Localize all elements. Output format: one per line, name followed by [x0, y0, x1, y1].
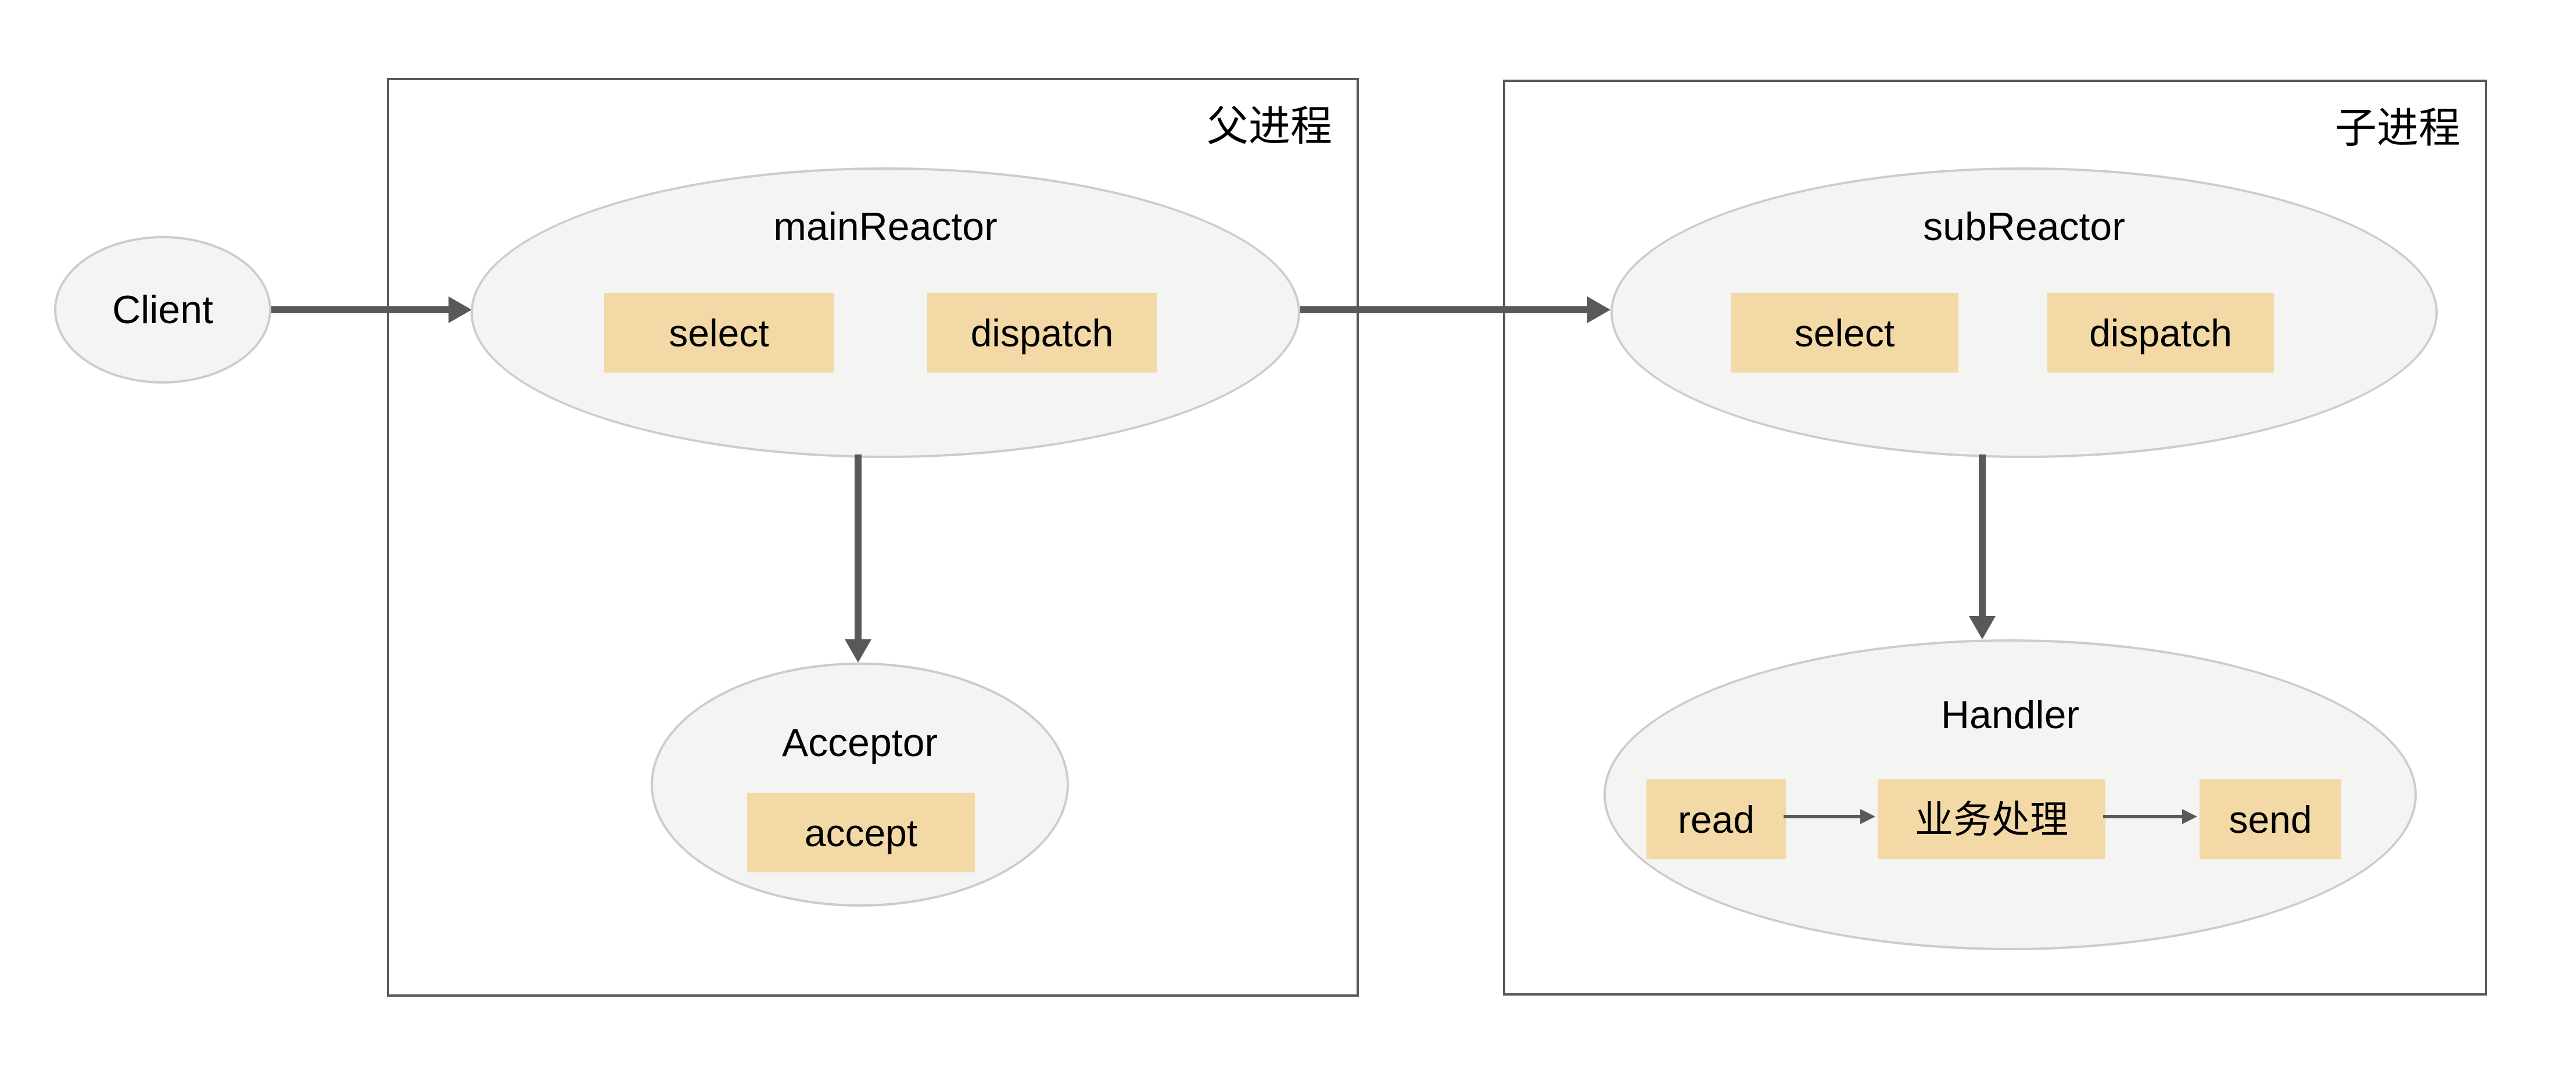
arrow-mainreactor-to-subreactor [1300, 296, 1610, 323]
arrow-shaft [855, 454, 862, 639]
acceptor-accept-box: accept [747, 793, 975, 872]
acceptor-node: Acceptor accept [651, 663, 1069, 907]
client-node: Client [54, 236, 271, 384]
arrowhead-right-icon [449, 296, 472, 323]
arrow-read-to-business [1784, 809, 1875, 824]
arrow-shaft [271, 306, 449, 313]
sub-reactor-dispatch-box: dispatch [2047, 293, 2274, 373]
arrow-shaft [1979, 454, 1986, 616]
arrowhead-down-icon [1969, 616, 1996, 639]
child-process-frame: 子进程 [1503, 80, 2487, 996]
handler-business-box: 业务处理 [1878, 779, 2105, 859]
arrow-business-to-send [2103, 809, 2197, 824]
arrow-shaft [2103, 815, 2182, 818]
arrowhead-right-icon [2182, 809, 2197, 824]
arrow-mainreactor-to-acceptor [845, 454, 871, 663]
main-reactor-title: mainReactor [773, 205, 998, 249]
handler-title: Handler [1940, 693, 2080, 737]
handler-read-box: read [1646, 779, 1786, 859]
main-reactor-node: mainReactor select dispatch [471, 167, 1300, 458]
parent-process-frame: 父进程 [387, 78, 1359, 997]
parent-process-label: 父进程 [1206, 103, 1332, 150]
handler-node: Handler read 业务处理 send [1603, 639, 2417, 950]
sub-reactor-select-box: select [1731, 293, 1958, 373]
arrow-shaft [1784, 815, 1860, 818]
main-reactor-select-box: select [604, 293, 834, 373]
handler-send-box: send [2200, 779, 2341, 859]
acceptor-title: Acceptor [781, 721, 938, 765]
arrowhead-right-icon [1587, 296, 1610, 323]
child-process-label: 子进程 [2334, 105, 2460, 152]
arrow-subreactor-to-handler [1969, 454, 1996, 639]
sub-reactor-title: subReactor [1923, 205, 2125, 249]
arrowhead-down-icon [845, 639, 871, 663]
arrow-client-to-mainreactor [271, 296, 472, 323]
sub-reactor-node: subReactor select dispatch [1610, 167, 2438, 458]
arrow-shaft [1300, 306, 1587, 313]
client-label: Client [112, 288, 213, 332]
main-reactor-dispatch-box: dispatch [927, 293, 1157, 373]
arrowhead-right-icon [1860, 809, 1875, 824]
